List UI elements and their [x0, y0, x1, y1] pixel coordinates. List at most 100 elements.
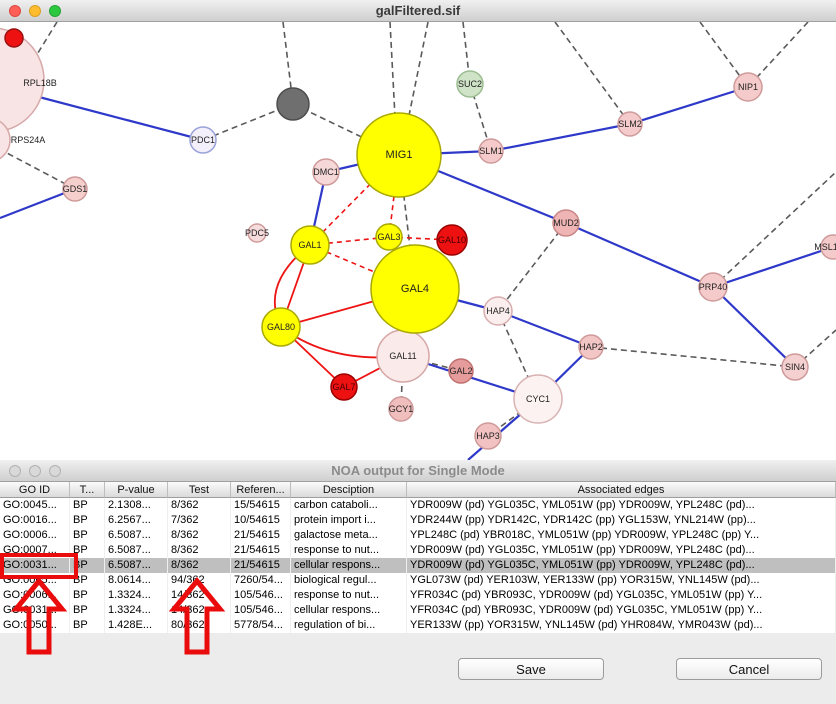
table-cell[interactable]: 21/54615: [231, 543, 291, 558]
table-cell[interactable]: 1.3324...: [105, 588, 168, 603]
network-edge[interactable]: [699, 22, 749, 88]
table-cell[interactable]: YER133W (pp) YOR315W, YNL145W (pd) YHR08…: [407, 618, 836, 633]
network-edge[interactable]: [388, 154, 400, 238]
table-cell[interactable]: 14/362: [168, 603, 231, 618]
table-cell[interactable]: YGL073W (pd) YER103W, YER133W (pp) YOR31…: [407, 573, 836, 588]
column-header-t[interactable]: T...: [70, 482, 105, 498]
table-cell[interactable]: 80/362: [168, 618, 231, 633]
table-cell[interactable]: GO:0045...: [0, 498, 70, 513]
network-edge[interactable]: [497, 222, 567, 312]
node-gray-node[interactable]: [276, 87, 310, 121]
table-cell[interactable]: BP: [70, 558, 105, 573]
network-edge[interactable]: [590, 346, 796, 368]
network-edge[interactable]: [712, 245, 834, 289]
table-cell[interactable]: YFR034C (pd) YBR093C, YDR009W (pd) YGL03…: [407, 588, 836, 603]
node-gds1[interactable]: [62, 176, 88, 202]
table-cell[interactable]: BP: [70, 498, 105, 513]
table-cell[interactable]: response to nut...: [291, 588, 407, 603]
node-slm1[interactable]: [478, 138, 504, 164]
node-gal10[interactable]: [436, 224, 468, 256]
network-canvas[interactable]: RPL18BRPS24AGDS1PDC1DMC1MIG1SUC2SLM1SLM2…: [0, 22, 836, 460]
column-header-go-id[interactable]: GO ID: [0, 482, 70, 498]
node-gal3[interactable]: [375, 223, 403, 251]
network-edge[interactable]: [565, 221, 714, 289]
network-edge[interactable]: [490, 122, 631, 153]
node-rps24a[interactable]: [0, 118, 11, 162]
table-cell[interactable]: 6.5087...: [105, 528, 168, 543]
column-header-associated-edges[interactable]: Associated edges: [407, 482, 836, 498]
table-cell[interactable]: response to nut...: [291, 543, 407, 558]
table-cell[interactable]: regulation of bi...: [291, 618, 407, 633]
table-cell[interactable]: cellular respons...: [291, 603, 407, 618]
node-red-small[interactable]: [4, 28, 24, 48]
table-cell[interactable]: YFR034C (pd) YBR093C, YDR009W (pd) YGL03…: [407, 603, 836, 618]
cancel-button[interactable]: Cancel: [676, 658, 822, 680]
table-cell[interactable]: 8.0614...: [105, 573, 168, 588]
table-cell[interactable]: cellular respons...: [291, 558, 407, 573]
table-cell[interactable]: 6.2567...: [105, 513, 168, 528]
column-header-test[interactable]: Test: [168, 482, 231, 498]
table-cell[interactable]: 8/362: [168, 498, 231, 513]
table-cell[interactable]: BP: [70, 528, 105, 543]
table-cell[interactable]: GO:0006...: [0, 588, 70, 603]
table-cell[interactable]: 8/362: [168, 528, 231, 543]
zoom-button-inactive[interactable]: [49, 465, 61, 477]
table-cell[interactable]: 2.1308...: [105, 498, 168, 513]
node-suc2[interactable]: [456, 70, 484, 98]
table-cell[interactable]: BP: [70, 603, 105, 618]
table-cell[interactable]: 10/54615: [231, 513, 291, 528]
network-edge[interactable]: [712, 286, 796, 368]
table-cell[interactable]: BP: [70, 618, 105, 633]
table-cell[interactable]: GO:0065...: [0, 573, 70, 588]
table-cell[interactable]: GO:0050...: [0, 618, 70, 633]
node-hap3[interactable]: [474, 422, 502, 450]
table-cell[interactable]: YPL248C (pd) YBR018C, YML051W (pp) YDR00…: [407, 528, 836, 543]
column-header-desciption[interactable]: Desciption: [291, 482, 407, 498]
column-header-referen[interactable]: Referen...: [231, 482, 291, 498]
table-cell[interactable]: 5778/54...: [231, 618, 291, 633]
save-button[interactable]: Save: [458, 658, 604, 680]
table-cell[interactable]: galactose meta...: [291, 528, 407, 543]
node-mud2[interactable]: [552, 209, 580, 237]
table-cell[interactable]: 7/362: [168, 513, 231, 528]
table-cell[interactable]: YDR009W (pd) YGL035C, YML051W (pp) YDR00…: [407, 498, 836, 513]
table-cell[interactable]: 1.428E...: [105, 618, 168, 633]
node-hap2[interactable]: [578, 334, 604, 360]
minimize-button[interactable]: [29, 5, 41, 17]
node-gal4[interactable]: [370, 244, 460, 334]
close-button-inactive[interactable]: [9, 465, 21, 477]
table-cell[interactable]: 6.5087...: [105, 543, 168, 558]
node-mig1[interactable]: [356, 112, 442, 198]
table-cell[interactable]: carbon cataboli...: [291, 498, 407, 513]
node-sin4[interactable]: [781, 353, 809, 381]
node-hap4[interactable]: [483, 296, 513, 326]
node-gal1[interactable]: [290, 225, 330, 265]
table-cell[interactable]: 15/54615: [231, 498, 291, 513]
node-gal2[interactable]: [448, 358, 474, 384]
table-cell[interactable]: 8/362: [168, 543, 231, 558]
network-edge[interactable]: [497, 309, 592, 349]
node-pdc5[interactable]: [247, 223, 267, 243]
node-dmc1[interactable]: [312, 158, 340, 186]
network-edge[interactable]: [309, 154, 400, 246]
close-button[interactable]: [9, 5, 21, 17]
node-pdc1[interactable]: [189, 126, 217, 154]
network-edge[interactable]: [712, 171, 836, 288]
node-prp40[interactable]: [698, 272, 728, 302]
node-cyc1[interactable]: [513, 374, 563, 424]
table-cell[interactable]: GO:0007...: [0, 543, 70, 558]
network-edge[interactable]: [629, 85, 749, 126]
table-cell[interactable]: 105/546...: [231, 603, 291, 618]
table-cell[interactable]: 21/54615: [231, 558, 291, 573]
table-cell[interactable]: GO:0006...: [0, 528, 70, 543]
network-edge[interactable]: [4, 151, 76, 190]
zoom-button[interactable]: [49, 5, 61, 17]
node-gal7[interactable]: [330, 373, 358, 401]
table-cell[interactable]: 8/362: [168, 558, 231, 573]
table-cell[interactable]: BP: [70, 513, 105, 528]
noa-window-titlebar[interactable]: NOA output for Single Mode: [0, 460, 836, 482]
table-cell[interactable]: BP: [70, 573, 105, 588]
node-gal80[interactable]: [261, 307, 301, 347]
network-edge[interactable]: [554, 22, 631, 125]
node-msl1[interactable]: [820, 234, 836, 260]
